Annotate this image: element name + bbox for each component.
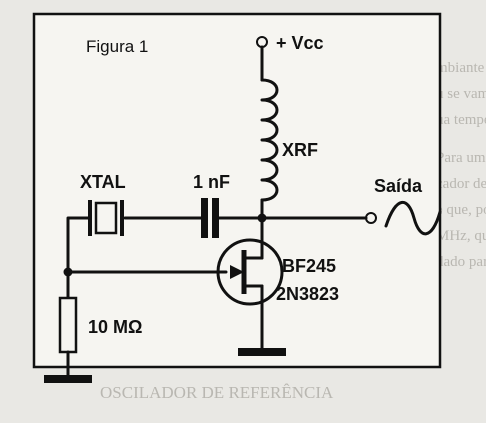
output-label: Saída — [374, 176, 423, 196]
jfet-symbol — [216, 236, 284, 306]
figure-frame — [32, 12, 442, 369]
capacitor-symbol — [201, 198, 219, 238]
capacitor-label: 1 nF — [193, 172, 230, 192]
resistor-symbol — [58, 296, 78, 354]
inductor-symbol — [260, 78, 279, 202]
bg-line-6: e que, portanto, fica próxima de — [436, 202, 486, 218]
resistor-label: 10 MΩ — [88, 317, 142, 337]
crystal-gate-wire — [66, 216, 90, 274]
bg-line-3: ua temperatura alterada. — [436, 112, 486, 128]
bg-line-8: dado para — [436, 254, 486, 270]
bg-heading: OSCILADOR DE REFERÊNCIA — [100, 383, 334, 402]
transistor-label-2: 2N3823 — [276, 284, 339, 304]
bg-line-2: u se vamos criando o sensor — [436, 86, 486, 102]
ground-icon — [238, 348, 286, 356]
figure-title: Figura 1 — [86, 37, 148, 56]
transistor-label-1: BF245 — [282, 256, 336, 276]
inductor-label: XRF — [282, 140, 318, 160]
ground-icon — [44, 375, 92, 383]
vcc-label: + Vcc — [276, 33, 324, 53]
bg-line-4: Para um resistor de 20 K Ω e um — [436, 150, 486, 166]
bg-line-1: mbiante e a luz de frequência — [436, 60, 486, 76]
bg-line-7: MHz, que é um valor mínimo recomen- — [436, 228, 486, 244]
background-text: mbiante e a luz de frequência u se vamos… — [100, 60, 486, 402]
crystal-label: XTAL — [80, 172, 126, 192]
output-terminal — [365, 212, 377, 224]
sine-wave-icon — [384, 200, 442, 236]
crystal-symbol — [88, 200, 124, 236]
bg-line-5: cador de 1 nF a frequência é com- — [436, 176, 486, 192]
